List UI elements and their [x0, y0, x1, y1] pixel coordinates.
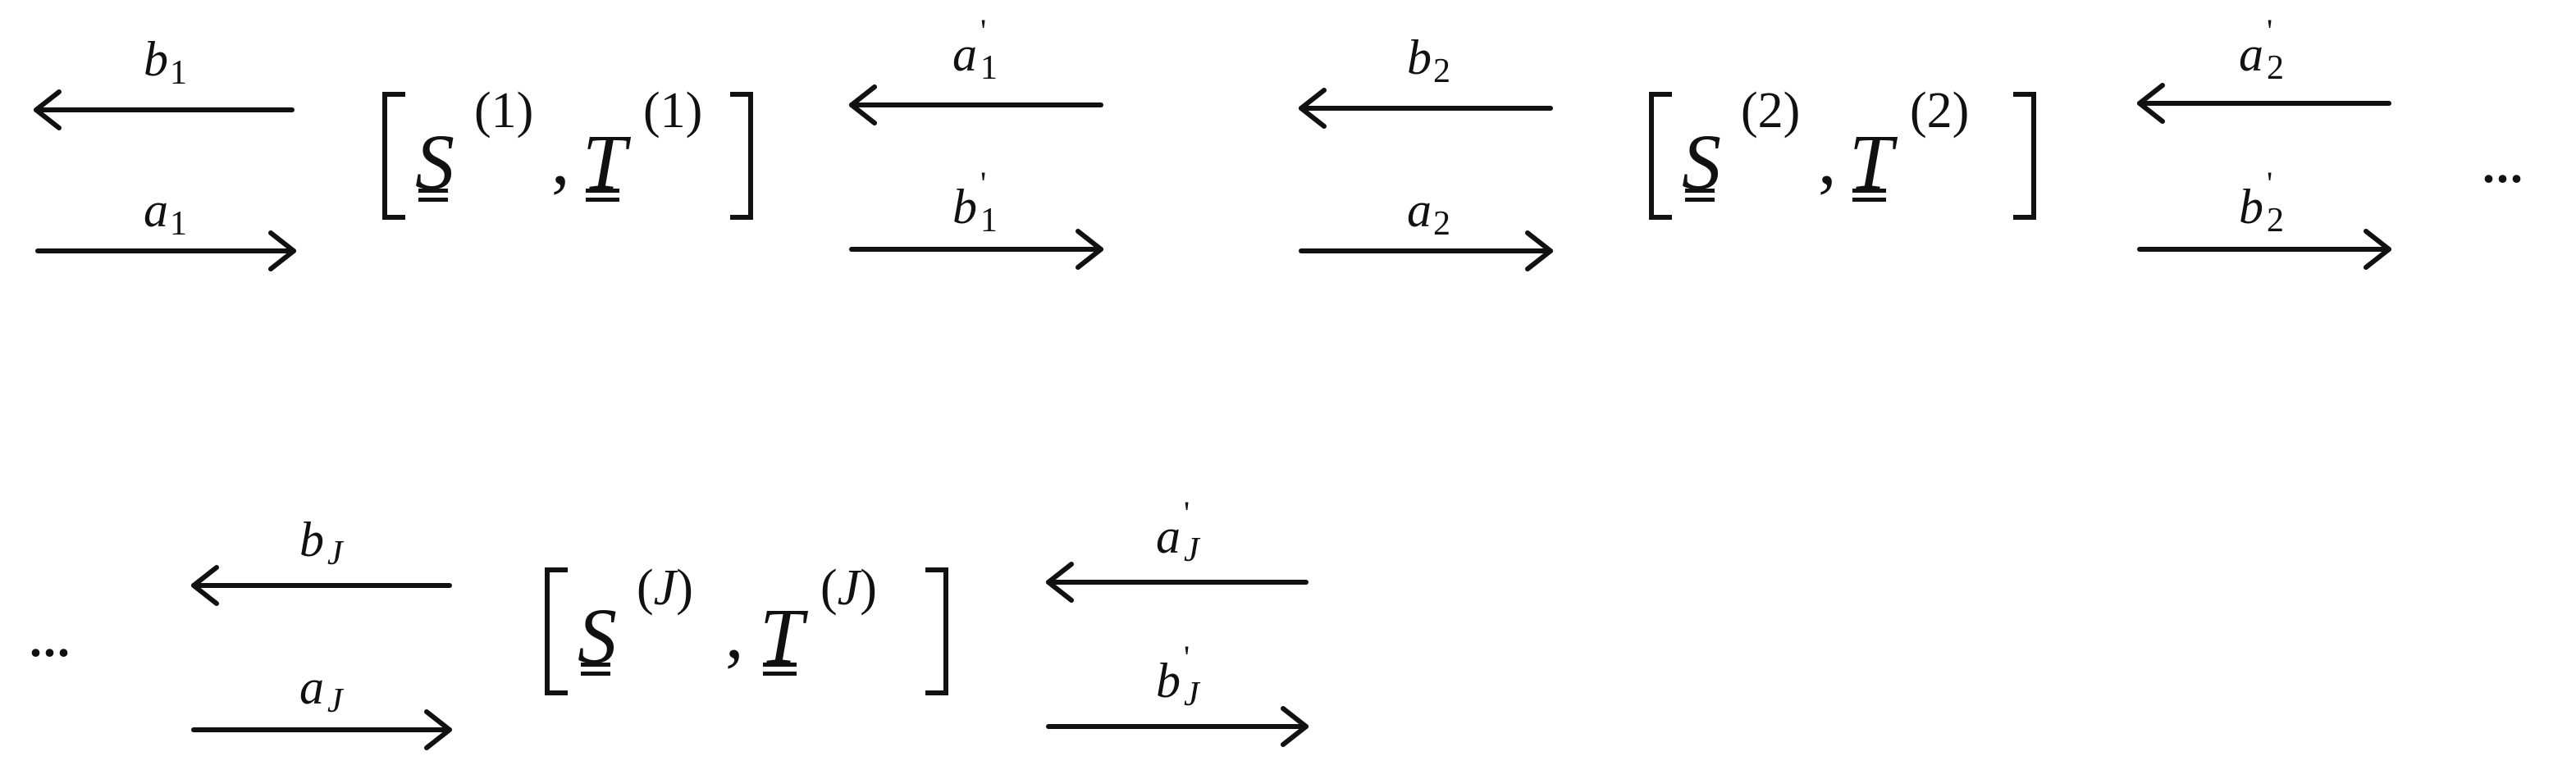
superscript-S-2: (2): [1741, 83, 1801, 139]
comma-1: ,: [551, 119, 570, 200]
arrow-right-b2-prime: [2137, 229, 2391, 270]
arrow-right-a2: [1299, 230, 1553, 271]
label-a2-prime: a'2: [2239, 12, 2284, 87]
superscript-S-J: (J): [637, 560, 693, 616]
label-bJ-prime: b'J: [1156, 639, 1199, 713]
matrix-T-J: T: [760, 592, 804, 680]
arrow-left-b1: [34, 89, 295, 130]
arrow-right-bJ-prime: [1046, 706, 1309, 747]
matrix-S-2: S: [1682, 118, 1721, 206]
bracket-right-2: [2013, 92, 2036, 220]
superscript-T-J: (J): [820, 560, 877, 616]
ellipsis-row2: ...: [30, 613, 71, 667]
arrow-right-a1: [35, 230, 296, 271]
label-b2-prime: b'2: [2239, 165, 2284, 239]
bracket-left-J: [545, 567, 568, 695]
arrow-left-a2-prime: [2137, 83, 2391, 124]
label-b1-prime: b'1: [952, 165, 998, 239]
superscript-T-1: (1): [643, 83, 703, 139]
ellipsis-row1: ...: [2482, 139, 2524, 193]
arrow-left-b2: [1299, 88, 1553, 129]
bracket-left-2: [1649, 92, 1672, 220]
comma-2: ,: [1818, 119, 1837, 200]
label-a1-prime: a'1: [952, 12, 998, 87]
comma-J: ,: [725, 593, 744, 674]
matrix-S-1: S: [415, 118, 454, 206]
bracket-left-1: [382, 92, 405, 220]
arrow-right-b1-prime: [849, 229, 1103, 270]
superscript-S-1: (1): [474, 83, 534, 139]
superscript-T-2: (2): [1910, 83, 1970, 139]
arrow-right-aJ: [191, 709, 452, 750]
label-aJ-prime: a'J: [1156, 494, 1199, 569]
bracket-right-1: [730, 92, 753, 220]
matrix-T-2: T: [1849, 118, 1893, 206]
arrow-left-a1-prime: [849, 84, 1103, 125]
matrix-T-1: T: [582, 118, 627, 206]
bracket-right-J: [925, 567, 948, 695]
matrix-S-J: S: [578, 592, 617, 680]
arrow-left-aJ-prime: [1046, 562, 1309, 603]
arrow-left-bJ: [191, 565, 452, 606]
